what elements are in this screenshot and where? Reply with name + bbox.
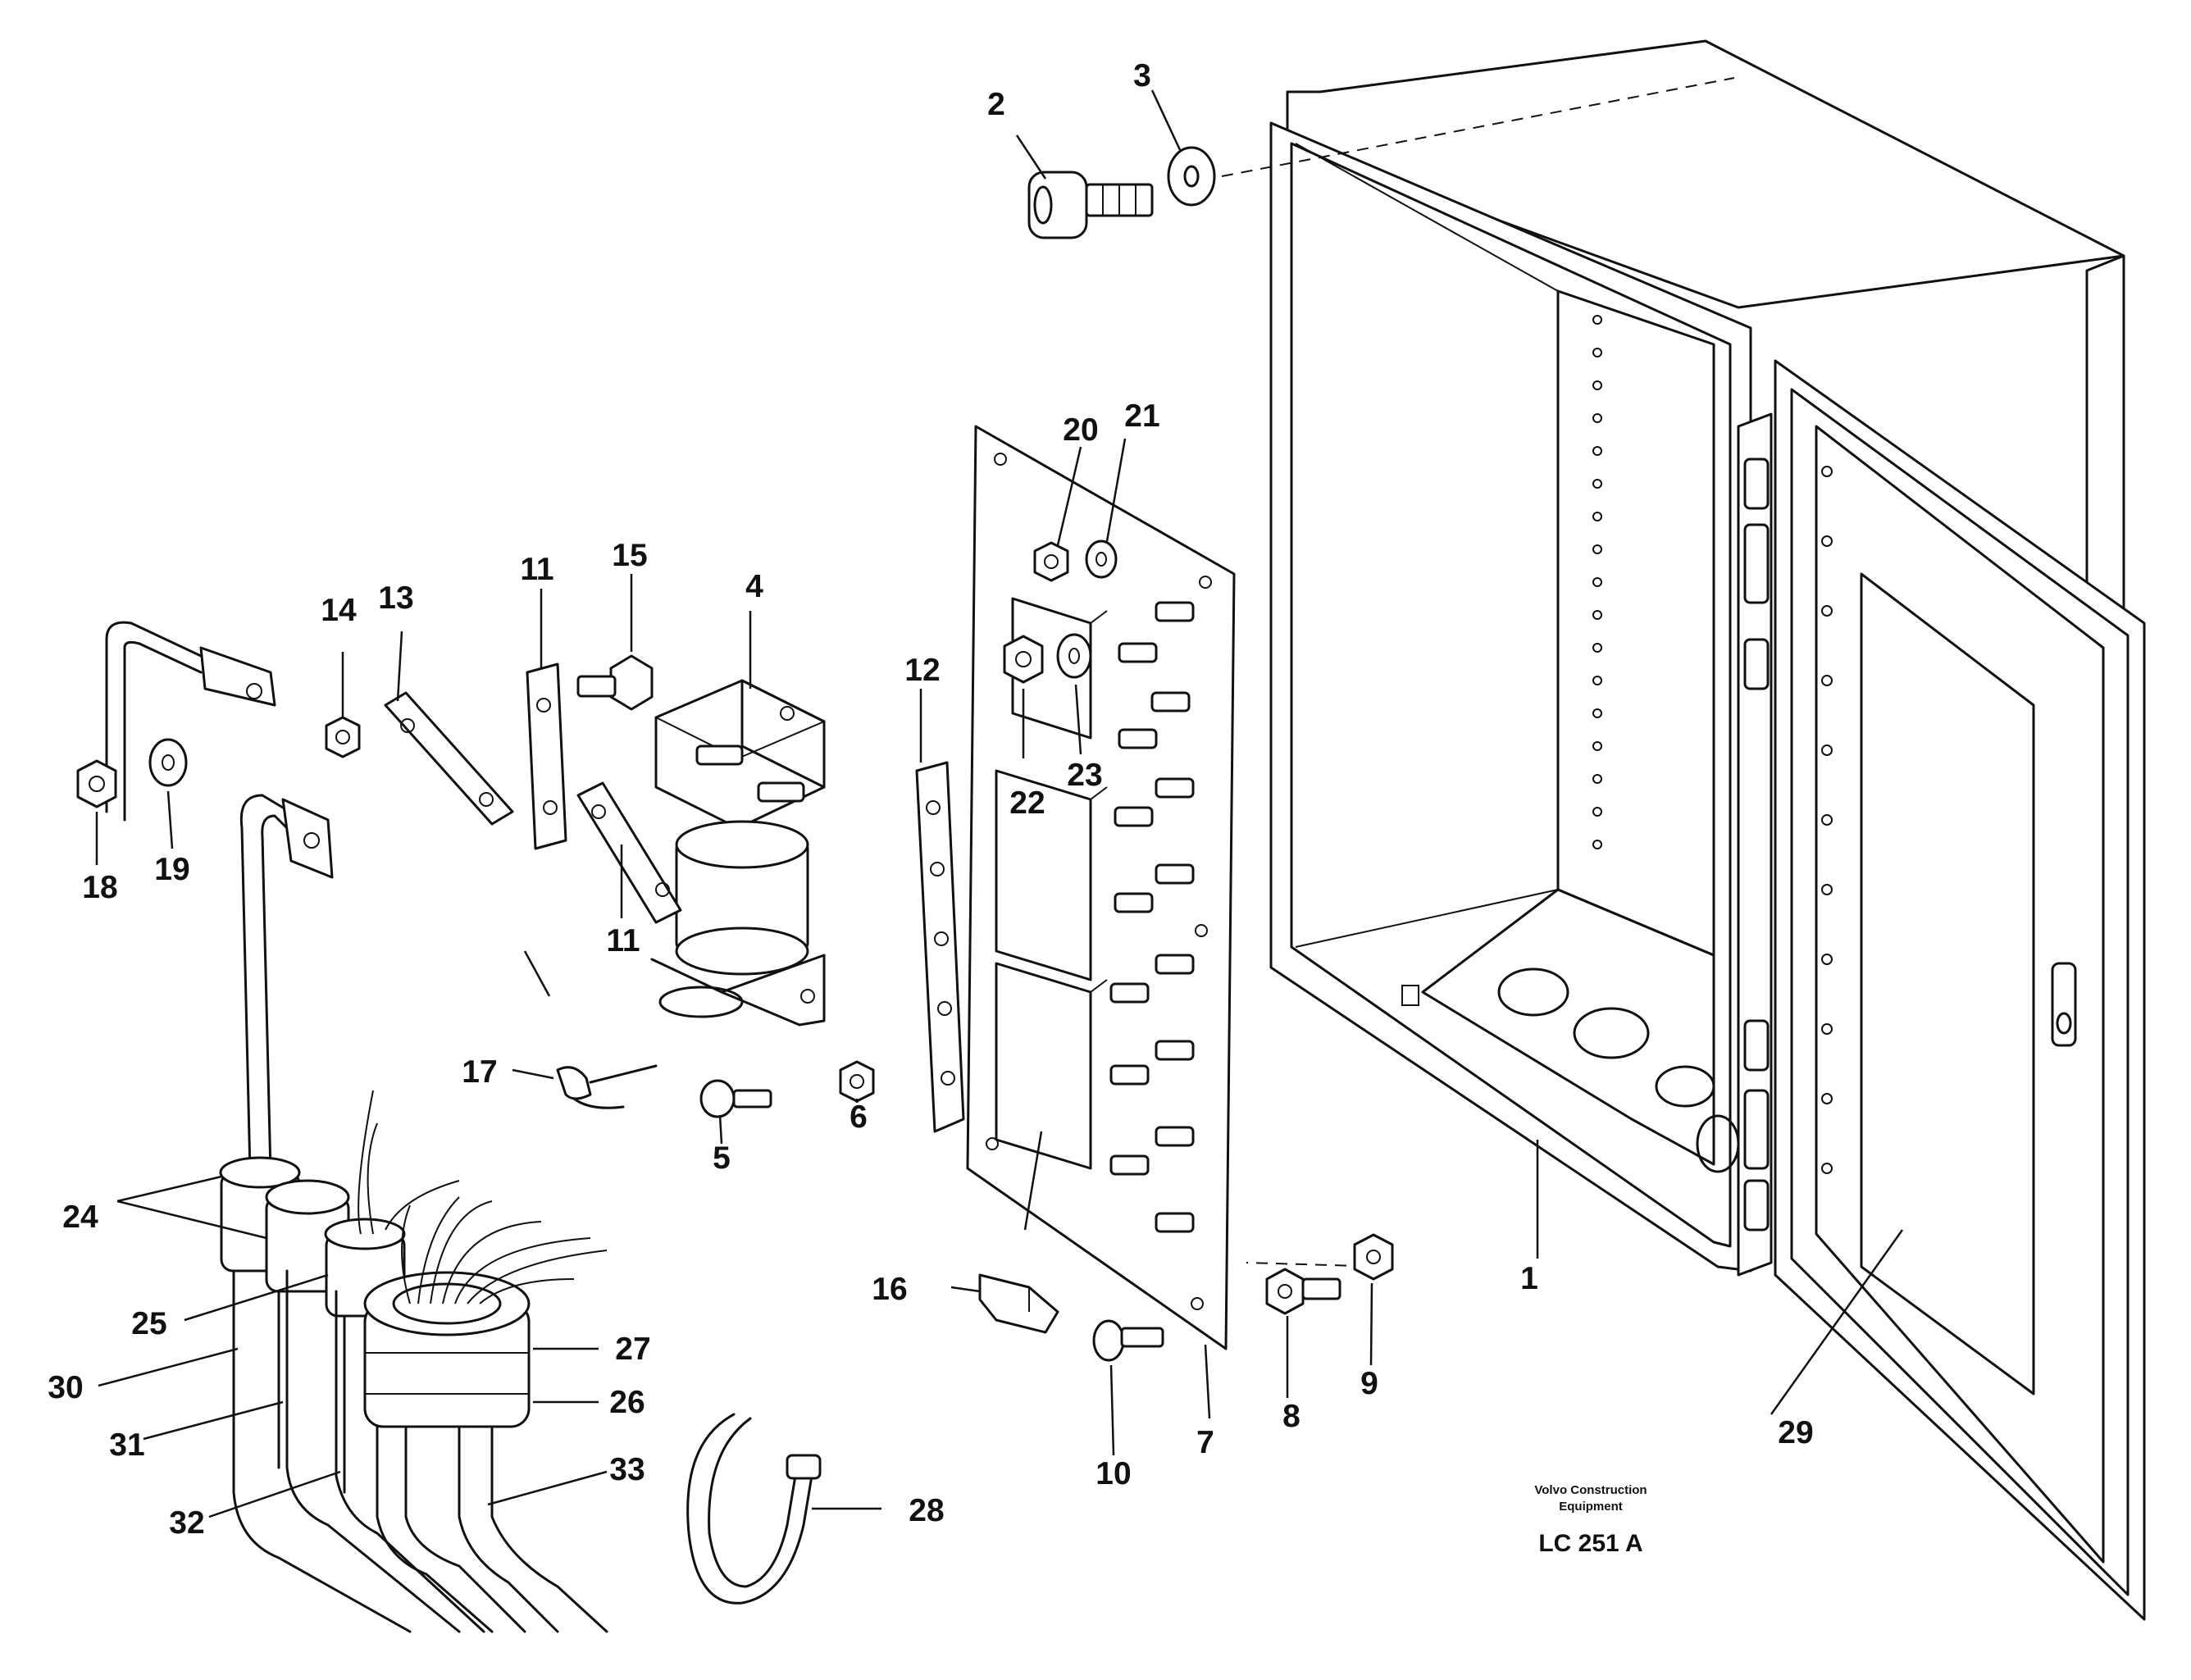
cable-glands	[219, 1156, 531, 1428]
callout-5: 5	[713, 1140, 731, 1176]
drawing-code: LC 251 A	[1538, 1530, 1642, 1557]
callout-29: 29	[1778, 1415, 1813, 1450]
screw-10	[1092, 1319, 1164, 1362]
callout-1: 1	[1520, 1261, 1538, 1296]
callout-15: 15	[612, 538, 647, 573]
nut-washer-set-upper	[1003, 540, 1118, 684]
callout-11-bottom: 11	[606, 923, 640, 958]
washer-19	[148, 738, 188, 787]
cable-tie	[686, 1413, 822, 1605]
callout-11-top: 11	[520, 552, 553, 587]
washer	[1167, 146, 1216, 207]
maker-line-1: Volvo Construction	[1534, 1483, 1647, 1497]
callout-7: 7	[1196, 1425, 1214, 1460]
callout-26: 26	[609, 1385, 645, 1420]
link-bar-short-11a	[526, 662, 567, 850]
callout-16: 16	[872, 1272, 907, 1307]
screw-5	[699, 1079, 772, 1118]
leader-lines	[95, 89, 1904, 1518]
callout-23: 23	[1067, 758, 1102, 793]
callout-18: 18	[82, 870, 117, 905]
nut-9	[1353, 1233, 1394, 1281]
callout-6: 6	[850, 1100, 868, 1135]
callout-14: 14	[321, 593, 357, 628]
callout-33: 33	[609, 1452, 645, 1487]
conduits	[232, 1269, 608, 1633]
wire-bundle	[358, 1090, 608, 1304]
callout-24: 24	[62, 1200, 98, 1235]
nut-18	[76, 759, 117, 808]
mounting-hole-column	[1592, 315, 1602, 849]
terminal-stud-array	[1109, 601, 1195, 1233]
nut-6	[839, 1060, 875, 1103]
callout-22: 22	[1009, 785, 1045, 821]
callout-32: 32	[169, 1505, 204, 1541]
link-bar-short-11b	[576, 781, 682, 924]
callout-4: 4	[745, 569, 763, 604]
mounting-plate	[966, 425, 1236, 1350]
callout-21: 21	[1124, 398, 1159, 434]
callout-labels: 1 2 3 4 5 6 7 8 9 10 11 11 12 13 14 15 1…	[48, 58, 1813, 1541]
terminal-pin-17	[556, 1064, 658, 1109]
link-bar-13	[384, 691, 514, 826]
callout-27: 27	[615, 1332, 650, 1367]
callout-8: 8	[1282, 1399, 1300, 1434]
drawing-footer: Volvo Construction Equipment LC 251 A	[1534, 1483, 1647, 1557]
link-bar-12	[915, 761, 965, 1133]
screw-15	[576, 654, 654, 711]
callout-13: 13	[378, 580, 413, 616]
maker-line-2: Equipment	[1559, 1500, 1623, 1514]
cable-lug-upper	[105, 621, 276, 822]
cabinet-door	[1774, 359, 2146, 1621]
callout-9: 9	[1360, 1366, 1378, 1401]
screw-8	[1265, 1268, 1341, 1315]
callout-3: 3	[1133, 58, 1151, 93]
callout-20: 20	[1063, 412, 1098, 448]
callout-28: 28	[909, 1493, 944, 1528]
axis-line-bolt	[1221, 77, 1735, 177]
cap-screw	[1027, 171, 1154, 239]
fuse	[978, 1273, 1059, 1334]
callout-12: 12	[904, 653, 940, 688]
callout-17: 17	[462, 1054, 497, 1090]
callout-25: 25	[131, 1306, 166, 1341]
cabinet-enclosure	[1269, 39, 2125, 1551]
cable-lug-lower	[239, 794, 334, 1174]
callout-19: 19	[154, 852, 189, 887]
callout-30: 30	[48, 1370, 83, 1405]
solenoid-relay	[650, 679, 826, 1027]
nut-14	[325, 716, 361, 758]
callout-31: 31	[109, 1427, 144, 1463]
callout-2: 2	[987, 87, 1005, 122]
callout-10: 10	[1096, 1456, 1131, 1491]
